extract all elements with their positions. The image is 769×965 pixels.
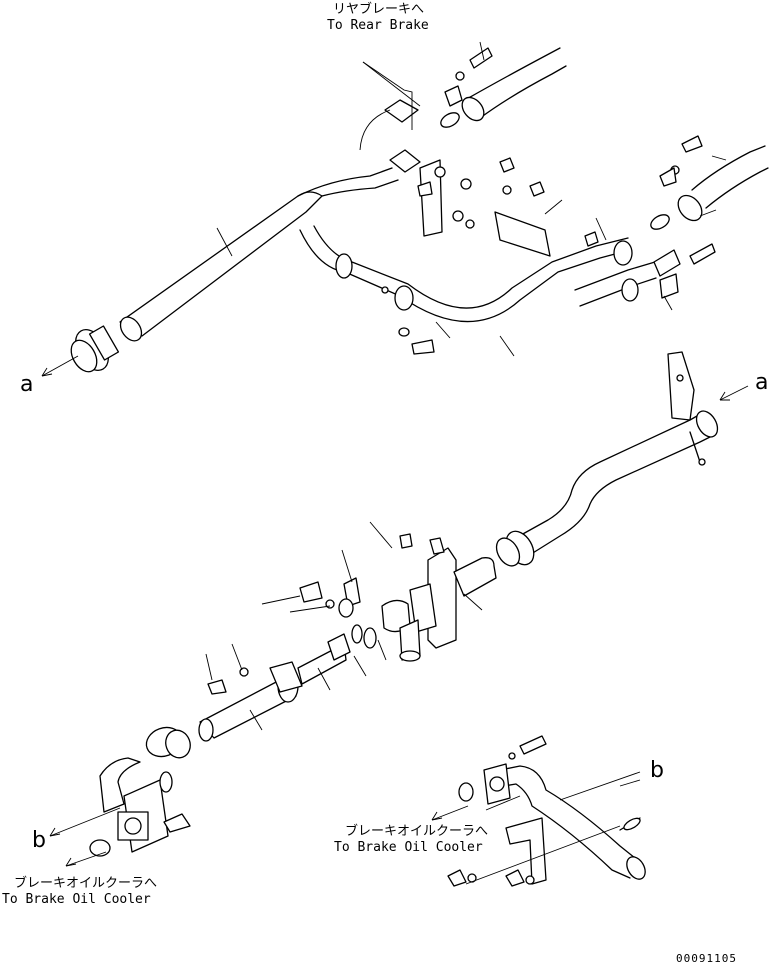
central-valve-block <box>299 533 497 662</box>
upper-hose-2 <box>677 145 769 222</box>
left-coupling <box>70 325 120 373</box>
middle-leader-lines <box>205 521 483 731</box>
marker-a-left: a <box>20 372 34 397</box>
cooler-label-left-en: To Brake Oil Cooler <box>2 892 151 907</box>
arrows-b-left <box>49 807 121 867</box>
cooler-label-right-jp: ブレーキオイルクーラへ <box>345 824 489 839</box>
marker-b-left: b <box>32 828 46 853</box>
upper-return-tube <box>299 225 657 323</box>
rear-brake-label-jp: リヤブレーキへ <box>333 2 425 17</box>
middle-tube <box>495 410 719 567</box>
arrow-a-left <box>41 355 79 377</box>
upper-main-tube <box>119 167 399 342</box>
lower-right-pipe <box>447 735 646 887</box>
middle-bracket <box>667 351 706 466</box>
marker-a-right: a <box>755 370 769 395</box>
upper-leader-lines <box>216 41 727 357</box>
arrow-a-right <box>719 385 749 401</box>
upper-hardware <box>381 47 716 355</box>
cooler-label-right-en: To Brake Oil Cooler <box>334 840 483 855</box>
rear-brake-label-en: To Rear Brake <box>327 18 429 33</box>
drawing-code: 00091105 <box>676 952 737 965</box>
lower-left-elbow <box>89 726 191 857</box>
upper-hose-1 <box>461 47 567 122</box>
arrows-b-right <box>431 771 641 885</box>
cooler-label-left-jp: ブレーキオイルクーラへ <box>14 876 158 891</box>
middle-lower-tube <box>198 633 351 742</box>
marker-b-right: b <box>650 758 664 783</box>
